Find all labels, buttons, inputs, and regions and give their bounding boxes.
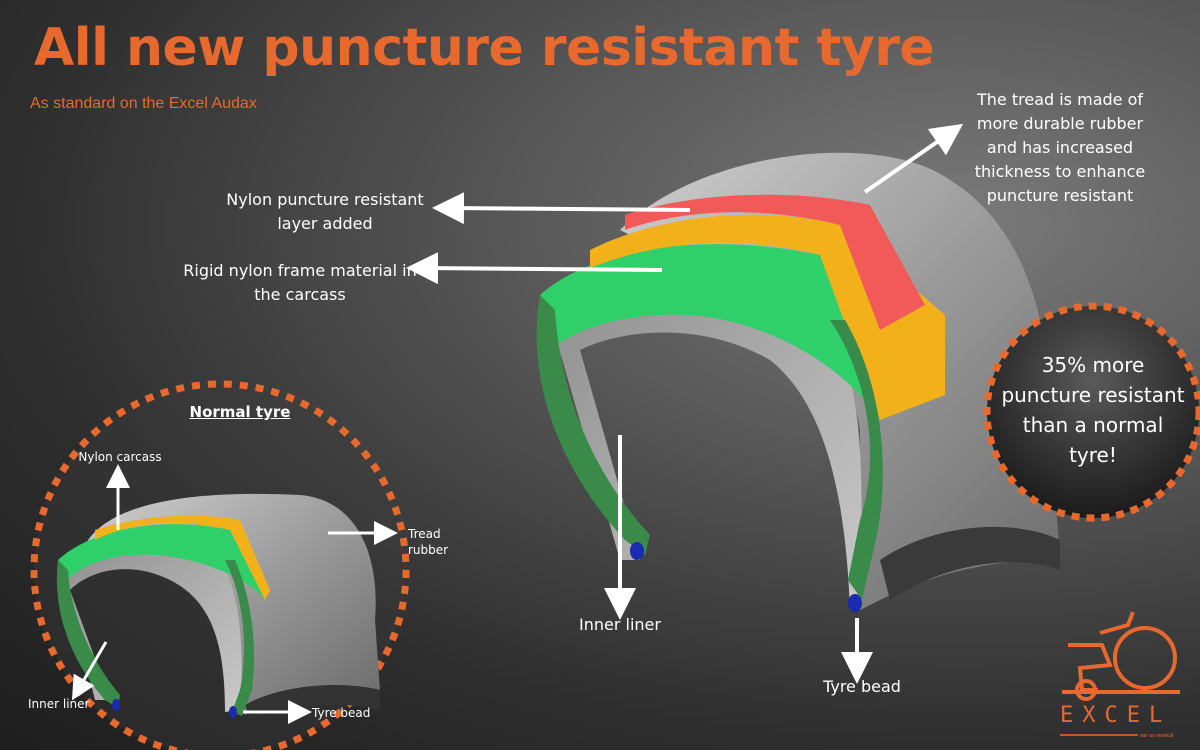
page-subtitle: As standard on the Excel Audax <box>30 95 257 112</box>
normal-inner-cavity <box>60 537 242 712</box>
main-tyre-illustration <box>536 152 1060 612</box>
nylon-layer-arrow <box>432 192 691 225</box>
logo-tagline: van os medical <box>1140 733 1174 739</box>
tyre-bead-right <box>848 594 862 612</box>
tread-layer <box>625 194 925 330</box>
tread-rubber-label: Tread rubber <box>408 527 449 557</box>
stat-badge-text: 35% more puncture resistant than a norma… <box>1001 353 1185 467</box>
normal-bead-left <box>112 699 120 711</box>
page-title: All new puncture resistant tyre <box>34 18 935 78</box>
logo-wheel <box>1113 626 1177 690</box>
main-arrows <box>406 123 964 684</box>
rigid-frame-arrow <box>406 252 663 285</box>
rigid-frame-callout: Rigid nylon frame material in the carcas… <box>183 261 417 304</box>
logo-wordmark: EXCEL <box>1060 703 1172 728</box>
inner-liner-callout: Inner liner <box>579 615 661 634</box>
excel-logo <box>1060 611 1180 736</box>
tread-arrow <box>863 123 964 194</box>
nylon-layer-callout: Nylon puncture resistant layer added <box>226 190 424 233</box>
logo-chair-back <box>1099 611 1135 635</box>
tyre-bead-callout: Tyre bead <box>823 677 901 696</box>
tyre-bead-left <box>630 542 644 560</box>
stat-badge <box>983 302 1200 522</box>
normal-bead-right <box>229 706 237 718</box>
nylon-frame-layer <box>540 244 880 420</box>
tread-callout: The tread is made of more durable rubber… <box>974 90 1146 205</box>
left-sidewall <box>536 295 650 555</box>
right-sidewall <box>830 320 883 600</box>
normal-arrows <box>71 464 398 724</box>
nylon-carcass-label: Nylon carcass <box>78 450 162 464</box>
normal-inner-liner-arrow <box>71 641 108 701</box>
normal-tyre-title: Normal tyre <box>189 403 291 421</box>
normal-tyre-bead-label: Tyre bead <box>312 706 371 720</box>
tyre-rim-edge <box>880 526 1060 600</box>
normal-carcass-green <box>58 524 265 600</box>
normal-inner-liner-label: Inner liner <box>28 697 90 711</box>
normal-right-sidewall <box>225 560 255 716</box>
